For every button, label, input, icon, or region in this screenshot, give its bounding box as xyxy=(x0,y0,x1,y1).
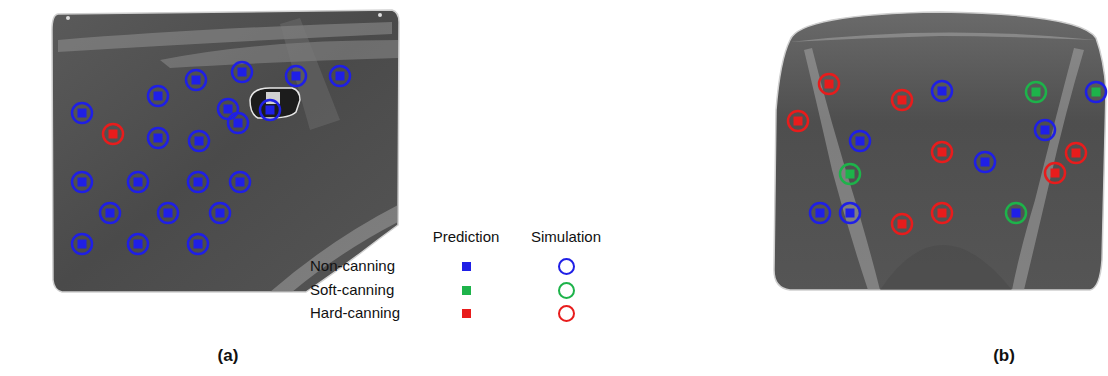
panel-caption: (a) xyxy=(218,346,239,366)
simulation-marker xyxy=(810,203,830,223)
simulation-marker xyxy=(892,90,912,110)
simulation-marker xyxy=(189,131,209,151)
legend-circle xyxy=(558,258,575,275)
simulation-marker xyxy=(850,131,870,151)
prediction-marker xyxy=(195,137,204,146)
simulation-marker xyxy=(230,172,250,192)
prediction-marker xyxy=(846,209,855,218)
simulation-marker xyxy=(210,203,230,223)
prediction-marker xyxy=(192,76,201,85)
prediction-marker xyxy=(794,117,803,126)
prediction-marker xyxy=(78,109,87,118)
prediction-marker xyxy=(981,158,990,167)
panel-caption: (b) xyxy=(993,346,1015,366)
prediction-marker xyxy=(224,105,233,114)
simulation-marker xyxy=(103,124,123,144)
simulation-marker xyxy=(1035,120,1055,140)
prediction-marker xyxy=(78,178,87,187)
simulation-marker xyxy=(72,234,92,254)
simulation-marker xyxy=(975,152,995,172)
simulation-marker xyxy=(788,111,808,131)
prediction-marker xyxy=(1032,88,1041,97)
prediction-marker xyxy=(194,178,203,187)
simulation-marker xyxy=(260,100,280,120)
prediction-marker xyxy=(898,220,907,229)
simulation-marker xyxy=(840,164,860,184)
simulation-marker xyxy=(1086,82,1106,102)
door-panel xyxy=(52,10,399,292)
legend-swatch xyxy=(462,309,471,318)
column-header: Simulation xyxy=(531,228,601,246)
simulation-marker xyxy=(1026,82,1046,102)
prediction-marker xyxy=(106,209,115,218)
simulation-marker xyxy=(100,203,120,223)
prediction-marker xyxy=(938,209,947,218)
prediction-marker xyxy=(238,68,247,77)
simulation-marker xyxy=(148,128,168,148)
prediction-marker xyxy=(134,240,143,249)
simulation-marker xyxy=(1066,143,1086,163)
simulation-marker xyxy=(158,203,178,223)
prediction-marker xyxy=(825,80,834,89)
prediction-marker xyxy=(109,130,118,139)
simulation-marker xyxy=(330,66,350,86)
simulation-marker xyxy=(932,142,952,162)
simulation-marker xyxy=(932,81,952,101)
prediction-marker xyxy=(846,170,855,179)
prediction-marker xyxy=(1092,88,1101,97)
simulation-marker xyxy=(188,172,208,192)
simulation-marker xyxy=(72,172,92,192)
simulation-marker xyxy=(128,172,148,192)
prediction-marker xyxy=(1012,209,1021,218)
prediction-marker xyxy=(1041,126,1050,135)
prediction-marker xyxy=(234,119,243,128)
prediction-marker xyxy=(78,240,87,249)
legend-swatch xyxy=(462,286,471,295)
prediction-marker xyxy=(154,92,163,101)
simulation-marker xyxy=(286,66,306,86)
prediction-marker xyxy=(216,209,225,218)
legend-text: Soft-canning xyxy=(310,281,394,299)
prediction-marker xyxy=(236,178,245,187)
prediction-marker xyxy=(938,148,947,157)
simulation-marker xyxy=(218,99,238,119)
legend-circle xyxy=(558,305,575,322)
prediction-marker xyxy=(898,96,907,105)
prediction-marker xyxy=(1051,169,1060,178)
simulation-marker xyxy=(128,234,148,254)
simulation-marker xyxy=(892,214,912,234)
prediction-marker xyxy=(1072,149,1081,158)
simulation-marker xyxy=(1045,163,1065,183)
prediction-marker xyxy=(938,87,947,96)
prediction-marker xyxy=(164,209,173,218)
simulation-marker xyxy=(228,113,248,133)
prediction-marker xyxy=(154,134,163,143)
simulation-marker xyxy=(1006,203,1026,223)
simulation-marker xyxy=(72,103,92,123)
simulation-marker xyxy=(148,86,168,106)
simulation-marker xyxy=(932,203,952,223)
legend-text: Hard-canning xyxy=(310,304,400,322)
legend-circle xyxy=(558,282,575,299)
prediction-marker xyxy=(134,178,143,187)
simulation-marker xyxy=(232,62,252,82)
prediction-marker xyxy=(336,72,345,81)
simulation-marker xyxy=(840,203,860,223)
hood-panel xyxy=(774,12,1106,290)
legend-swatch xyxy=(462,262,471,271)
prediction-marker xyxy=(856,137,865,146)
prediction-marker xyxy=(292,72,301,81)
column-header: Prediction xyxy=(433,228,500,246)
prediction-marker xyxy=(266,106,275,115)
simulation-marker xyxy=(819,74,839,94)
simulation-marker xyxy=(186,70,206,90)
legend-text: Non-canning xyxy=(310,257,395,275)
simulation-marker xyxy=(188,234,208,254)
prediction-marker xyxy=(816,209,825,218)
prediction-marker xyxy=(194,240,203,249)
